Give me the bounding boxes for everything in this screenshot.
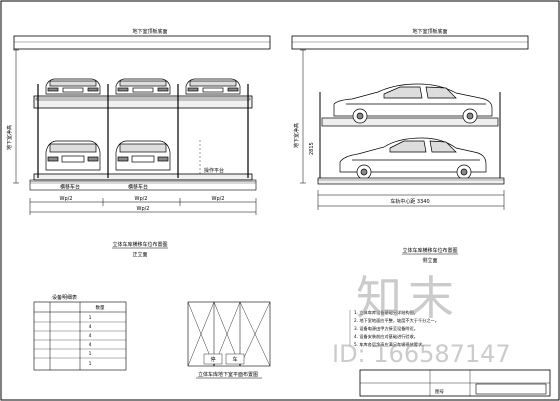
front-upper-cars	[45, 78, 241, 95]
side-ceiling-note: 地下室顶板底面	[412, 28, 447, 35]
note-line-2: 2. 地下室地面应平整，坡度不大于千分之一。	[354, 317, 439, 324]
note-line-3: 3. 设备电源由甲方接至设备附近。	[354, 325, 418, 332]
front-dim-total: Wp/2	[137, 206, 150, 212]
legend-row-qty-2: 4	[89, 324, 92, 330]
side-upper-car	[333, 83, 493, 124]
front-view-title: 立体车库横移车位布置图	[112, 241, 167, 248]
note-line-5: 5. 车库各层净高应满足车辆停放要求。	[354, 341, 426, 348]
notes-block: 1. 立体车库设备基础另详结构图。 2. 地下室地面应平整，坡度不大于千分之一。…	[349, 309, 439, 348]
legend-row-qty-5: 1	[89, 351, 92, 357]
title-block-label: 图号	[435, 389, 444, 395]
side-dimension-lines	[317, 190, 505, 210]
front-lower-cars	[45, 140, 171, 171]
front-platform-label-1: 横移车台	[60, 184, 80, 191]
legend-header-qty: 数量	[96, 304, 105, 311]
front-dimension-lines	[29, 198, 257, 215]
front-dim-label-1: Wp/2	[60, 196, 73, 202]
plan-bay-label-2: 车	[232, 356, 237, 363]
front-platform-label-2: 横移车台	[128, 184, 148, 191]
side-left-dim: 2815	[309, 142, 315, 155]
front-posts	[37, 84, 249, 178]
legend-row-qty-6: 1	[89, 361, 92, 367]
side-elevation-view: 地下室顶板底面 地下室净高 2815	[291, 28, 529, 264]
legend-table-title: 设备明细表	[52, 294, 77, 301]
front-height-label: 地下室净高	[6, 125, 13, 150]
plan-view-title: 立体车库地下室平面布置图	[198, 371, 258, 378]
front-dim-label-2: Wp/2	[135, 196, 148, 202]
side-view-subtitle: 侧立面	[422, 257, 437, 264]
plan-bay-label-1: 停	[210, 356, 215, 363]
front-view-subtitle: 正立面	[132, 251, 147, 258]
front-center-note: 操作平台	[204, 167, 224, 174]
plan-view: 停 车 立体车库地下室平面布置图	[187, 301, 271, 379]
side-height-label: 地下室净高	[293, 123, 300, 148]
front-dim-label-3: Wp/2	[212, 196, 225, 202]
legend-row-qty-3: 4	[89, 333, 92, 339]
side-center-label: 车轨中心距 3340	[390, 198, 429, 205]
legend-row-qty-4: 4	[89, 342, 92, 348]
equipment-legend-table: 设备明细表 数量 1 4 4 4 1 1	[33, 294, 127, 371]
legend-row-qty-1: 1	[89, 315, 92, 321]
front-ceiling-note: 地下室顶板底面	[132, 28, 167, 35]
note-line-4: 4. 设备安装前应对基础进行验收。	[354, 333, 418, 340]
side-view-title: 立体车库横移车位布置图	[402, 247, 457, 254]
title-block: 图号	[359, 369, 551, 397]
side-lower-car	[339, 137, 487, 180]
front-elevation-view: 地下室顶板底面 地下室净高	[6, 28, 271, 258]
note-line-1: 1. 立体车库设备基础另详结构图。	[354, 309, 418, 316]
